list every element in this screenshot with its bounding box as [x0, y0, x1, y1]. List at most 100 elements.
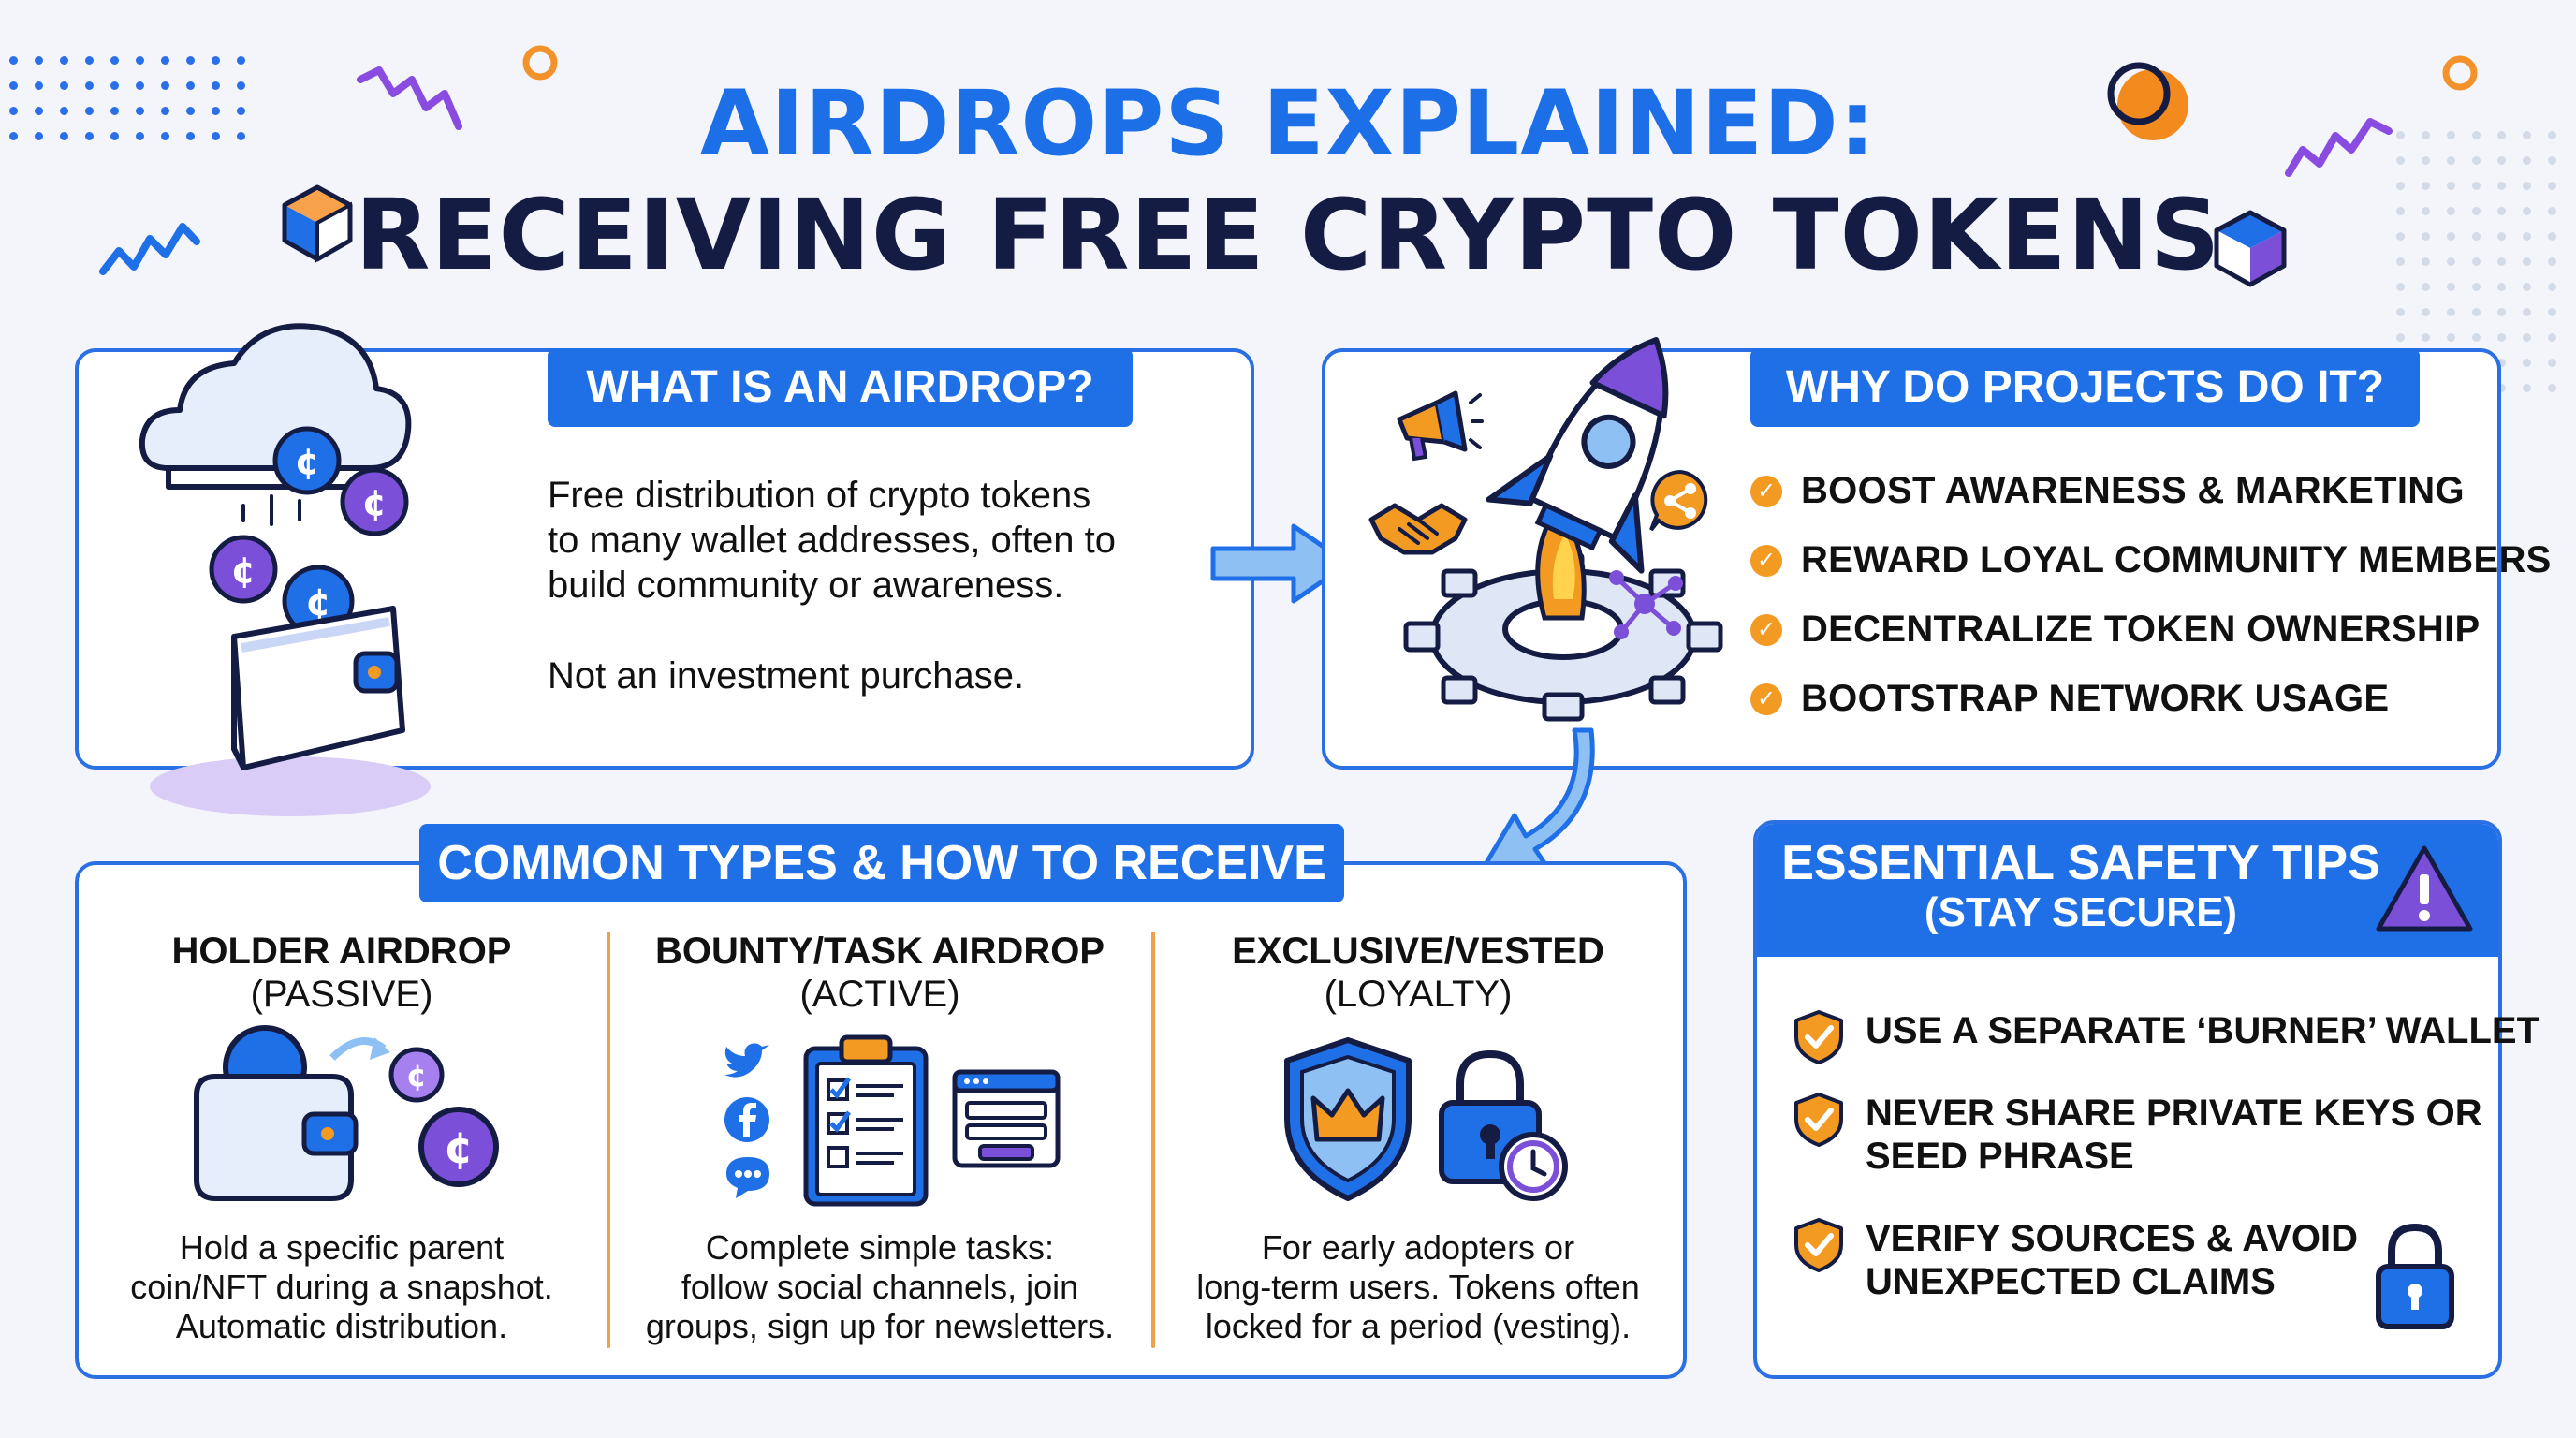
decor-dot	[2396, 131, 2405, 139]
decor-dot	[237, 132, 245, 140]
svg-text:¢: ¢	[305, 581, 331, 624]
decor-dot	[2497, 308, 2506, 316]
decor-dot	[35, 107, 43, 115]
twitter-icon	[724, 1043, 769, 1078]
decor-dot	[237, 107, 245, 115]
cloud-coins-wallet-icon: ¢ ¢ ¢ ¢	[139, 323, 431, 816]
cube-icon	[2214, 210, 2287, 287]
decor-dot	[9, 81, 18, 90]
decor-dot	[2396, 156, 2405, 165]
decor-dot	[186, 132, 195, 140]
holder-airdrop-title: HOLDER AIRDROP	[171, 931, 512, 972]
decor-dot	[2472, 333, 2481, 342]
safety-tips-header	[1757, 824, 2498, 957]
decor-dot	[2472, 283, 2481, 291]
check-icon: ✓	[1750, 682, 1782, 715]
decor-dot	[2447, 232, 2455, 241]
what-is-line-2: to many wallet addresses, often to	[548, 520, 1116, 561]
decor-dot	[2472, 156, 2481, 165]
decor-dot	[136, 132, 144, 140]
bounty-airdrop-desc-1: Complete simple tasks:	[705, 1228, 1055, 1267]
decor-dot	[2447, 131, 2455, 139]
decor-dot	[2523, 232, 2531, 241]
ring-icon	[522, 45, 558, 81]
exclusive-vested-desc-3: locked for a period (vesting).	[1205, 1307, 1632, 1345]
decor-dot	[110, 81, 119, 90]
decor-dot	[2497, 384, 2506, 392]
exclusive-vested-subtitle: (LOYALTY)	[1324, 974, 1513, 1015]
bounty-airdrop-desc-2: follow social channels, join	[681, 1268, 1079, 1306]
rocket-gear-icon	[1403, 337, 1723, 722]
decor-dot	[2422, 207, 2430, 215]
decor-dot	[2447, 257, 2455, 266]
dot-grid-top-left	[9, 56, 262, 159]
exclusive-vested-title: EXCLUSIVE/VESTED	[1232, 931, 1604, 972]
column-divider	[1151, 932, 1155, 1348]
chat-icon	[726, 1157, 769, 1198]
decor-dot	[9, 132, 18, 140]
decor-dot	[2396, 182, 2405, 190]
decor-dot	[2497, 283, 2506, 291]
squiggle-icon	[2285, 118, 2393, 177]
decor-dot	[60, 132, 68, 140]
what-is-line-1: Free distribution of crypto tokens	[548, 475, 1091, 516]
cube-icon	[282, 184, 353, 263]
check-icon: ✓	[1750, 613, 1782, 646]
decor-dot	[110, 56, 119, 65]
decor-dot	[2472, 207, 2481, 215]
decor-dot	[2497, 207, 2506, 215]
safety-tip-3: VERIFY SOURCES & AVOID UNEXPECTED CLAIMS	[1793, 1217, 2358, 1303]
squiggle-icon	[357, 66, 462, 130]
safety-tip-text: VERIFY SOURCES & AVOID	[1866, 1218, 2359, 1259]
decor-dot	[186, 56, 195, 65]
decor-dot	[85, 81, 94, 90]
squiggle-icon	[99, 223, 200, 275]
decor-dot	[35, 81, 43, 90]
safety-tip-text-2: UNEXPECTED CLAIMS	[1866, 1261, 2276, 1302]
decor-dot	[2523, 182, 2531, 190]
decor-dot	[2422, 182, 2430, 190]
decor-dot	[2548, 182, 2556, 190]
why-item-label: REWARD LOYAL COMMUNITY MEMBERS	[1801, 539, 2552, 580]
decor-dot	[2497, 182, 2506, 190]
decor-dot	[212, 132, 220, 140]
decor-dot	[2422, 308, 2430, 316]
decor-dot	[2396, 207, 2405, 215]
decor-dot	[136, 107, 144, 115]
decor-dot	[35, 132, 43, 140]
decor-dot	[2447, 308, 2455, 316]
decor-dot	[2548, 232, 2556, 241]
decor-dot	[2548, 359, 2556, 367]
shield-check-icon	[1794, 1218, 1843, 1272]
decor-dot	[2472, 131, 2481, 139]
decor-dot	[2497, 333, 2506, 342]
decor-dot	[212, 107, 220, 115]
clipboard-checklist-icon	[803, 1034, 929, 1207]
decor-dot	[2422, 283, 2430, 291]
decor-dot	[2472, 308, 2481, 316]
megaphone-icon	[1397, 390, 1484, 462]
page-title-line2: RECEIVING FREE CRYPTO TOKENS	[355, 178, 2221, 292]
decor-dot	[2497, 131, 2506, 139]
safety-tip-2: NEVER SHARE PRIVATE KEYS OR SEED PHRASE	[1793, 1092, 2482, 1178]
decor-dot	[2447, 182, 2455, 190]
ring-icon	[2442, 55, 2478, 91]
decor-dot	[60, 107, 68, 115]
decor-dot	[2472, 257, 2481, 266]
decor-dot	[2422, 257, 2430, 266]
decor-dot	[212, 81, 220, 90]
decor-dot	[2548, 283, 2556, 291]
common-types-heading: COMMON TYPES & HOW TO RECEIVE	[419, 824, 1344, 902]
decor-dot	[2497, 232, 2506, 241]
why-item-3: ✓ DECENTRALIZE TOKEN OWNERSHIP	[1750, 609, 2480, 651]
decor-dot	[2523, 333, 2531, 342]
what-is-note: Not an investment purchase.	[548, 655, 1025, 697]
decor-dot	[237, 81, 245, 90]
decor-dot	[2396, 308, 2405, 316]
decor-dot	[2396, 333, 2405, 342]
svg-text:¢: ¢	[295, 441, 319, 482]
decor-dot	[2396, 257, 2405, 266]
decor-dot	[2396, 283, 2405, 291]
holder-airdrop-desc-3: Automatic distribution.	[175, 1307, 508, 1345]
svg-text:¢: ¢	[406, 1058, 427, 1093]
